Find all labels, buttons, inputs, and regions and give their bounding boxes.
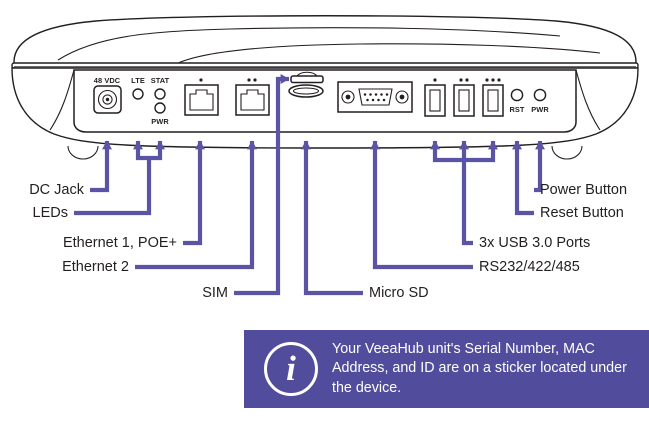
usb-2-tongue	[458, 89, 470, 112]
leader-leds-stem	[74, 156, 152, 216]
callout-ethernet-2: Ethernet 2	[62, 259, 129, 275]
ethernet-1-keystone	[189, 89, 214, 111]
info-box-text: Your VeeaHub unit's Serial Number, MAC A…	[332, 341, 627, 396]
leader-dc-jack	[90, 140, 112, 193]
silk-pwr-led: PWR	[151, 117, 169, 126]
lid-highlight-2	[175, 43, 601, 65]
ethernet-2-marker-a	[247, 78, 251, 82]
device-lid	[13, 15, 637, 67]
callout-rs232: RS232/422/485	[479, 259, 580, 275]
leader-usb-stem	[461, 158, 473, 246]
sim-slot-tab	[296, 71, 318, 77]
silk-lte: LTE	[131, 76, 145, 85]
info-icon: i	[264, 342, 318, 396]
callout-dc-jack: DC Jack	[29, 182, 84, 198]
callout-power: Power Button	[540, 182, 628, 198]
usb-2-marker-b	[465, 78, 469, 82]
stat-led-indicator	[154, 88, 166, 100]
leader-leds-bridge	[133, 140, 165, 161]
callout-leds: LEDs	[32, 205, 68, 221]
usb-3-marker-c	[497, 78, 501, 82]
reset-button[interactable]	[510, 88, 524, 102]
usb-1-marker	[433, 78, 437, 82]
usb-1-tongue	[429, 89, 441, 112]
callout-micro-sd: Micro SD	[369, 285, 429, 301]
silk-pwr-button: PWR	[531, 105, 549, 114]
power-button[interactable]	[533, 88, 547, 102]
ethernet-1-marker	[199, 78, 203, 82]
panel-left-bevel	[49, 69, 75, 131]
leader-sim	[234, 74, 290, 296]
usb-3-marker-b	[491, 78, 495, 82]
silk-48vdc: 48 VDC	[94, 76, 121, 85]
dc-jack-pin	[105, 97, 110, 102]
info-icon-glyph: i	[286, 348, 296, 388]
leader-ethernet-1	[183, 140, 205, 246]
leader-rs232	[370, 140, 473, 270]
leader-power	[534, 140, 545, 193]
usb-2-marker-a	[459, 78, 463, 82]
callout-usb: 3x USB 3.0 Ports	[479, 235, 591, 251]
info-icon-ring	[264, 342, 318, 396]
lid-highlight	[57, 27, 561, 61]
usb-3-marker-a	[485, 78, 489, 82]
leader-micro-sd	[301, 140, 363, 296]
leader-ethernet-2	[135, 140, 257, 270]
pwr-led-indicator	[154, 102, 166, 114]
sim-slot	[290, 75, 324, 84]
rs232-screw-left-core	[345, 94, 351, 100]
callout-sim: SIM	[202, 285, 228, 301]
silk-stat: STAT	[151, 76, 170, 85]
usb-3-tongue	[487, 89, 499, 112]
leader-reset	[512, 140, 534, 216]
rs232-screw-right-core	[399, 94, 405, 100]
callout-ethernet-1: Ethernet 1, POE+	[62, 235, 177, 251]
lte-led-indicator	[132, 88, 144, 100]
ethernet-2-keystone	[240, 89, 265, 111]
callout-reset: Reset Button	[540, 205, 624, 221]
foot-right	[551, 145, 583, 160]
rs232-pins	[363, 93, 389, 102]
micro-sd-slot-inner	[292, 87, 320, 95]
info-callout-box: i Your VeeaHub unit's Serial Number, MAC…	[244, 330, 649, 408]
silk-rst: RST	[509, 105, 524, 114]
panel-right-bevel	[575, 69, 601, 131]
ethernet-2-marker-b	[253, 78, 257, 82]
foot-left	[67, 145, 99, 160]
